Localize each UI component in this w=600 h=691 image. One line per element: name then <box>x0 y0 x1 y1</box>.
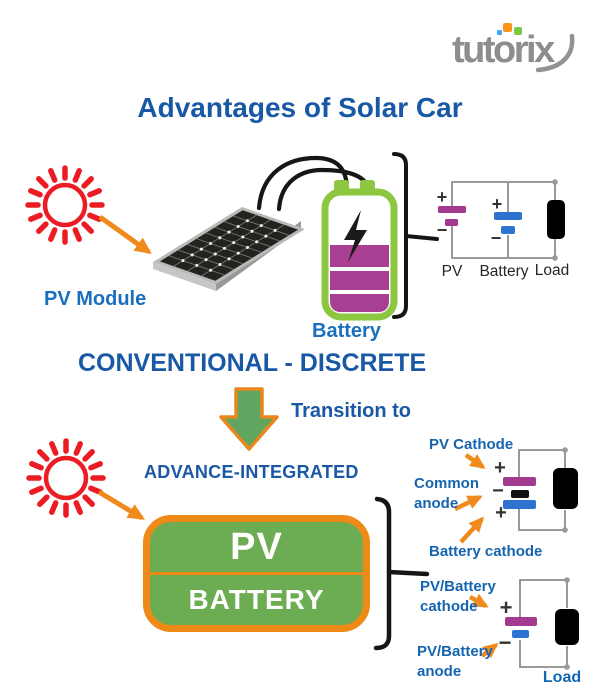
circuit-pv-label: PV <box>441 263 463 280</box>
brace-discrete <box>392 152 439 319</box>
advance-heading: ADVANCE-INTEGRATED <box>144 462 359 482</box>
pv-battery-cathode-label: PV/Battery cathode <box>420 578 496 615</box>
logo-swoosh-icon <box>535 33 575 73</box>
integrated-pv-battery-box: PV BATTERY <box>143 515 370 632</box>
circuit-load-label: Load <box>534 262 570 279</box>
load-resistor-icon <box>553 468 578 509</box>
arrow-sun-to-box-icon <box>97 489 145 521</box>
logo-dot-orange-icon <box>503 23 512 32</box>
common-anode-minus-sign: − <box>492 480 504 502</box>
logo-dot-green-icon <box>514 27 522 35</box>
arrow-common-anode-icon <box>454 494 483 512</box>
discrete-circuit-diagram <box>438 179 565 261</box>
pv-cathode-plus-sign: + <box>494 457 506 479</box>
lightning-bolt-icon <box>344 210 367 262</box>
label-arrows <box>454 453 499 659</box>
pv-plus-sign: + <box>436 187 448 207</box>
battery-plus-sign: + <box>491 194 503 214</box>
conventional-heading: CONVENTIONAL - DISCRETE <box>78 349 427 377</box>
circuit-battery-label: Battery <box>479 263 529 280</box>
battery-minus-sign: − <box>490 228 502 248</box>
integrated-box-battery-label: BATTERY <box>188 584 325 615</box>
arrow-sun-to-panel-icon <box>98 214 152 255</box>
sun-icon <box>29 441 103 515</box>
battery-cathode-label: Battery cathode <box>429 543 543 560</box>
transition-label: Transition to <box>291 400 411 422</box>
battery-cathode-plus-sign: + <box>495 502 507 524</box>
integrated-circuit-diagram <box>503 447 578 533</box>
solar-panel-illustration <box>153 207 305 291</box>
pv-cathode-label: PV Cathode <box>429 436 514 453</box>
pv-battery-anode-label: PV/Battery anode <box>417 643 493 680</box>
arrow-pv-cathode-icon <box>464 453 486 469</box>
combined-circuit-diagram <box>505 577 579 670</box>
battery-icon <box>321 180 398 321</box>
arrow-pv-battery-cathode-icon <box>468 593 489 608</box>
arrow-battery-cathode-icon <box>459 516 485 544</box>
brace-integrated <box>373 496 430 651</box>
logo-text: tutorix <box>452 29 555 71</box>
pv-module-label: PV Module <box>44 288 147 310</box>
common-anode-label: Common anode <box>414 475 479 512</box>
arrow-pv-battery-anode-icon <box>480 643 499 659</box>
integrated-box-pv-label: PV <box>230 525 283 568</box>
pv-minus-sign: − <box>436 220 448 240</box>
page-title: Advantages of Solar Car <box>137 92 463 123</box>
sun-icon <box>28 168 102 242</box>
load-resistor-icon <box>555 609 579 645</box>
battery-label: Battery <box>312 320 381 342</box>
transition-down-arrow-icon <box>219 387 279 451</box>
pv-battery-minus-sign: − <box>498 630 512 655</box>
panel-to-battery-wires <box>256 155 371 212</box>
load-label: Load <box>542 669 582 686</box>
load-resistor-icon <box>547 200 565 239</box>
logo-dot-blue-icon <box>497 30 502 35</box>
pv-battery-plus-sign: + <box>499 595 513 620</box>
